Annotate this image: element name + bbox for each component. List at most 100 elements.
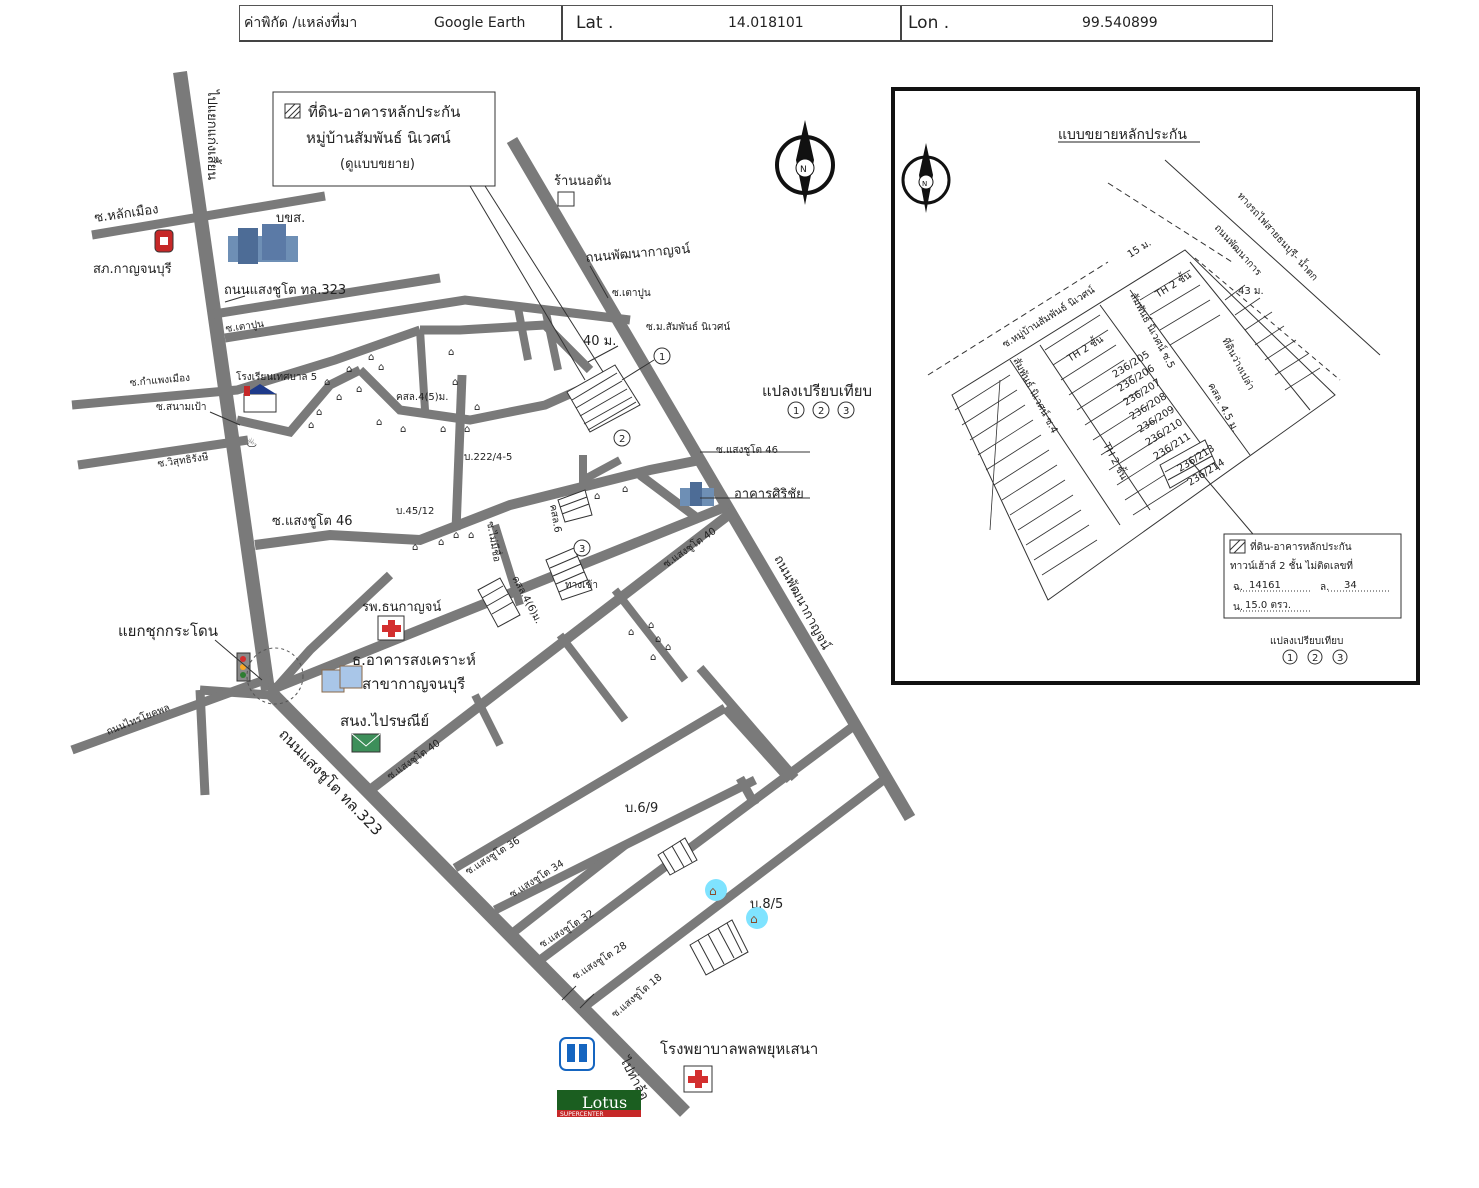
road-branch (721, 704, 794, 784)
coord-divider (900, 6, 902, 41)
road-branch (611, 587, 689, 683)
collateral-legend: ที่ดิน-อาคารหลักประกัน หมู่บ้านสัมพันธ์ … (272, 91, 606, 381)
road-saengchuto-28 (537, 721, 858, 964)
svg-text:3: 3 (843, 406, 849, 417)
house-icon: ⌂ (324, 377, 330, 388)
legend-pointer (484, 185, 606, 376)
lat-value: 14.018101 (728, 15, 804, 31)
coord-divider (561, 6, 563, 41)
house-icon: ⌂ (412, 542, 418, 553)
comparable-parcels (477, 489, 749, 976)
house-icon: ⌂ (650, 652, 656, 663)
legend-line3: (ดูแบบขยาย) (340, 157, 415, 172)
legend-box (272, 91, 496, 187)
road-taopoon (224, 295, 631, 343)
school-icon (243, 384, 277, 413)
road-branch (736, 775, 759, 808)
road-label: บ.222/4-5 (464, 452, 512, 463)
place-label: บขส. (276, 211, 305, 226)
place-label: แยกชุกกระโดน (118, 622, 218, 641)
road-label: ถนนพัฒนากาญจน์ (585, 241, 691, 266)
house-markers: ⌂⌂ ⌂⌂ ⌂⌂ ⌂⌂ ⌂⌂ ⌂⌂ ⌂⌂ ⌂⌂ ⌂⌂ ⌂⌂ ⌂⌂ ⌂⌂ ⌂⌂ (308, 347, 671, 663)
road-label: ซ.สนามเป้า (156, 401, 207, 413)
place-label: โรงเรียนเทศบาล 5 (236, 370, 317, 383)
svg-text:ทาวน์เฮ้าส์ 2 ชั้น ไม่ติดเลขที: ทาวน์เฮ้าส์ 2 ชั้น ไม่ติดเลขที่ (1230, 558, 1353, 572)
lon-value: 99.540899 (1082, 15, 1158, 31)
svg-text:N: N (922, 180, 927, 188)
road-saengchuto-323-branch (207, 273, 441, 320)
road-saengchuto-36 (452, 704, 728, 872)
place-label: ร้านนอตัน (554, 174, 611, 189)
hospital-icon (377, 615, 405, 641)
svg-text:15.0 ตรว.: 15.0 ตรว. (1245, 600, 1291, 611)
legend-pointer (469, 185, 586, 381)
place-label: สนง.ไปรษณีย์ (340, 712, 429, 730)
house-icon: ⌂ (378, 362, 384, 373)
pointer-arrows (209, 265, 810, 681)
army-emblem-icon (559, 1037, 595, 1071)
legend-line1: ที่ดิน-อาคารหลักประกัน (308, 101, 460, 121)
house-icon: ⌂ (453, 530, 459, 541)
hatched-parcel (545, 547, 593, 601)
road-label: ไปแยกแก่งเสี้ยน (204, 89, 222, 180)
coord-source-value: Google Earth (434, 15, 526, 31)
house-icon: ⌂ (468, 530, 474, 541)
bus-terminal-icon (228, 224, 298, 264)
road-saengchuto-32 (507, 841, 628, 939)
road-saengchuto-40 (366, 506, 739, 794)
place-label: รพ.ธนกาญจน์ (362, 599, 441, 615)
svg-text:น.: น. (1233, 602, 1243, 613)
road-samphan-upper (420, 320, 594, 374)
road-label: ซ.กำแพงเมือง (129, 372, 190, 389)
house-icon: ⌂ (308, 420, 314, 431)
road-label: ถนนแสงชูโต ทล.323 (224, 282, 346, 298)
hatch-swatch-icon (1229, 539, 1246, 554)
house-icon: ⌂ (628, 627, 634, 638)
road-label: คสล.4(5)ม. (396, 392, 448, 403)
house-icon: ⌂ (400, 424, 406, 435)
place-label: โรงพยาบาลพลพยุหเสนา (660, 1040, 818, 1059)
road-label: ซ.แสงชูโต 46 (272, 513, 353, 529)
places: ร้านนอตัน บขส. สภ.กาญจนบุรี โรงเรียนเทศบ… (93, 174, 818, 1118)
lat-label: Lat . (576, 13, 614, 33)
road-sanampao (236, 365, 363, 437)
house-icon: ⌂ (448, 347, 454, 358)
svg-text:Lotus: Lotus (582, 1093, 627, 1112)
road-label: ซ.แสงชูโต 40 (384, 736, 442, 782)
legend-line2: หมู่บ้านสัมพันธ์ นิเวศน์ (306, 129, 451, 147)
svg-text:3: 3 (579, 544, 585, 555)
house-icon: ⌂ (648, 620, 654, 631)
road-branch (556, 632, 629, 723)
hospital-icon (683, 1065, 713, 1093)
hatch-line (287, 105, 301, 119)
house-icon: ⌂ (438, 537, 444, 548)
coord-source-label: ค่าพิกัด /แหล่งที่มา (244, 15, 358, 31)
post-icon (351, 733, 381, 753)
road-phatthana (506, 136, 916, 822)
svg-text:3: 3 (1337, 653, 1343, 664)
house-icon: ⌂ (452, 377, 458, 388)
inset-legend-box (1223, 533, 1402, 619)
place-label: สาขากาญจนบุรี (362, 675, 465, 694)
shop-icon (557, 191, 575, 207)
road-label: ซ.เตาปูน (612, 288, 651, 299)
road-branch (195, 689, 210, 796)
coordinate-bar: ค่าพิกัด /แหล่งที่มา Google Earth Lat . … (239, 5, 1273, 42)
inset-compare-title: แปลงเปรียบเทียบ (1270, 635, 1343, 647)
road-branch (416, 329, 429, 411)
house-icon: ⌂ (376, 417, 382, 428)
road-lakmuang (91, 191, 326, 240)
svg-text:14161: 14161 (1249, 580, 1281, 591)
road-saengchuto-46 (254, 455, 701, 550)
road-branch (471, 693, 504, 747)
place-label: อาคารศิริชัย (734, 487, 804, 502)
place-label: ธ.อาคารสงเคราะห์ (352, 651, 476, 669)
road-saengchuto-18 (577, 771, 893, 1014)
road-222 (451, 374, 467, 531)
inset-title: แบบขยายหลักประกัน (1058, 127, 1187, 143)
road-saengchuto-north (173, 71, 275, 691)
svg-text:2: 2 (619, 434, 625, 445)
police-icon (154, 229, 174, 253)
hatch-line (284, 103, 296, 115)
house-icon: ⌂ (346, 364, 352, 375)
